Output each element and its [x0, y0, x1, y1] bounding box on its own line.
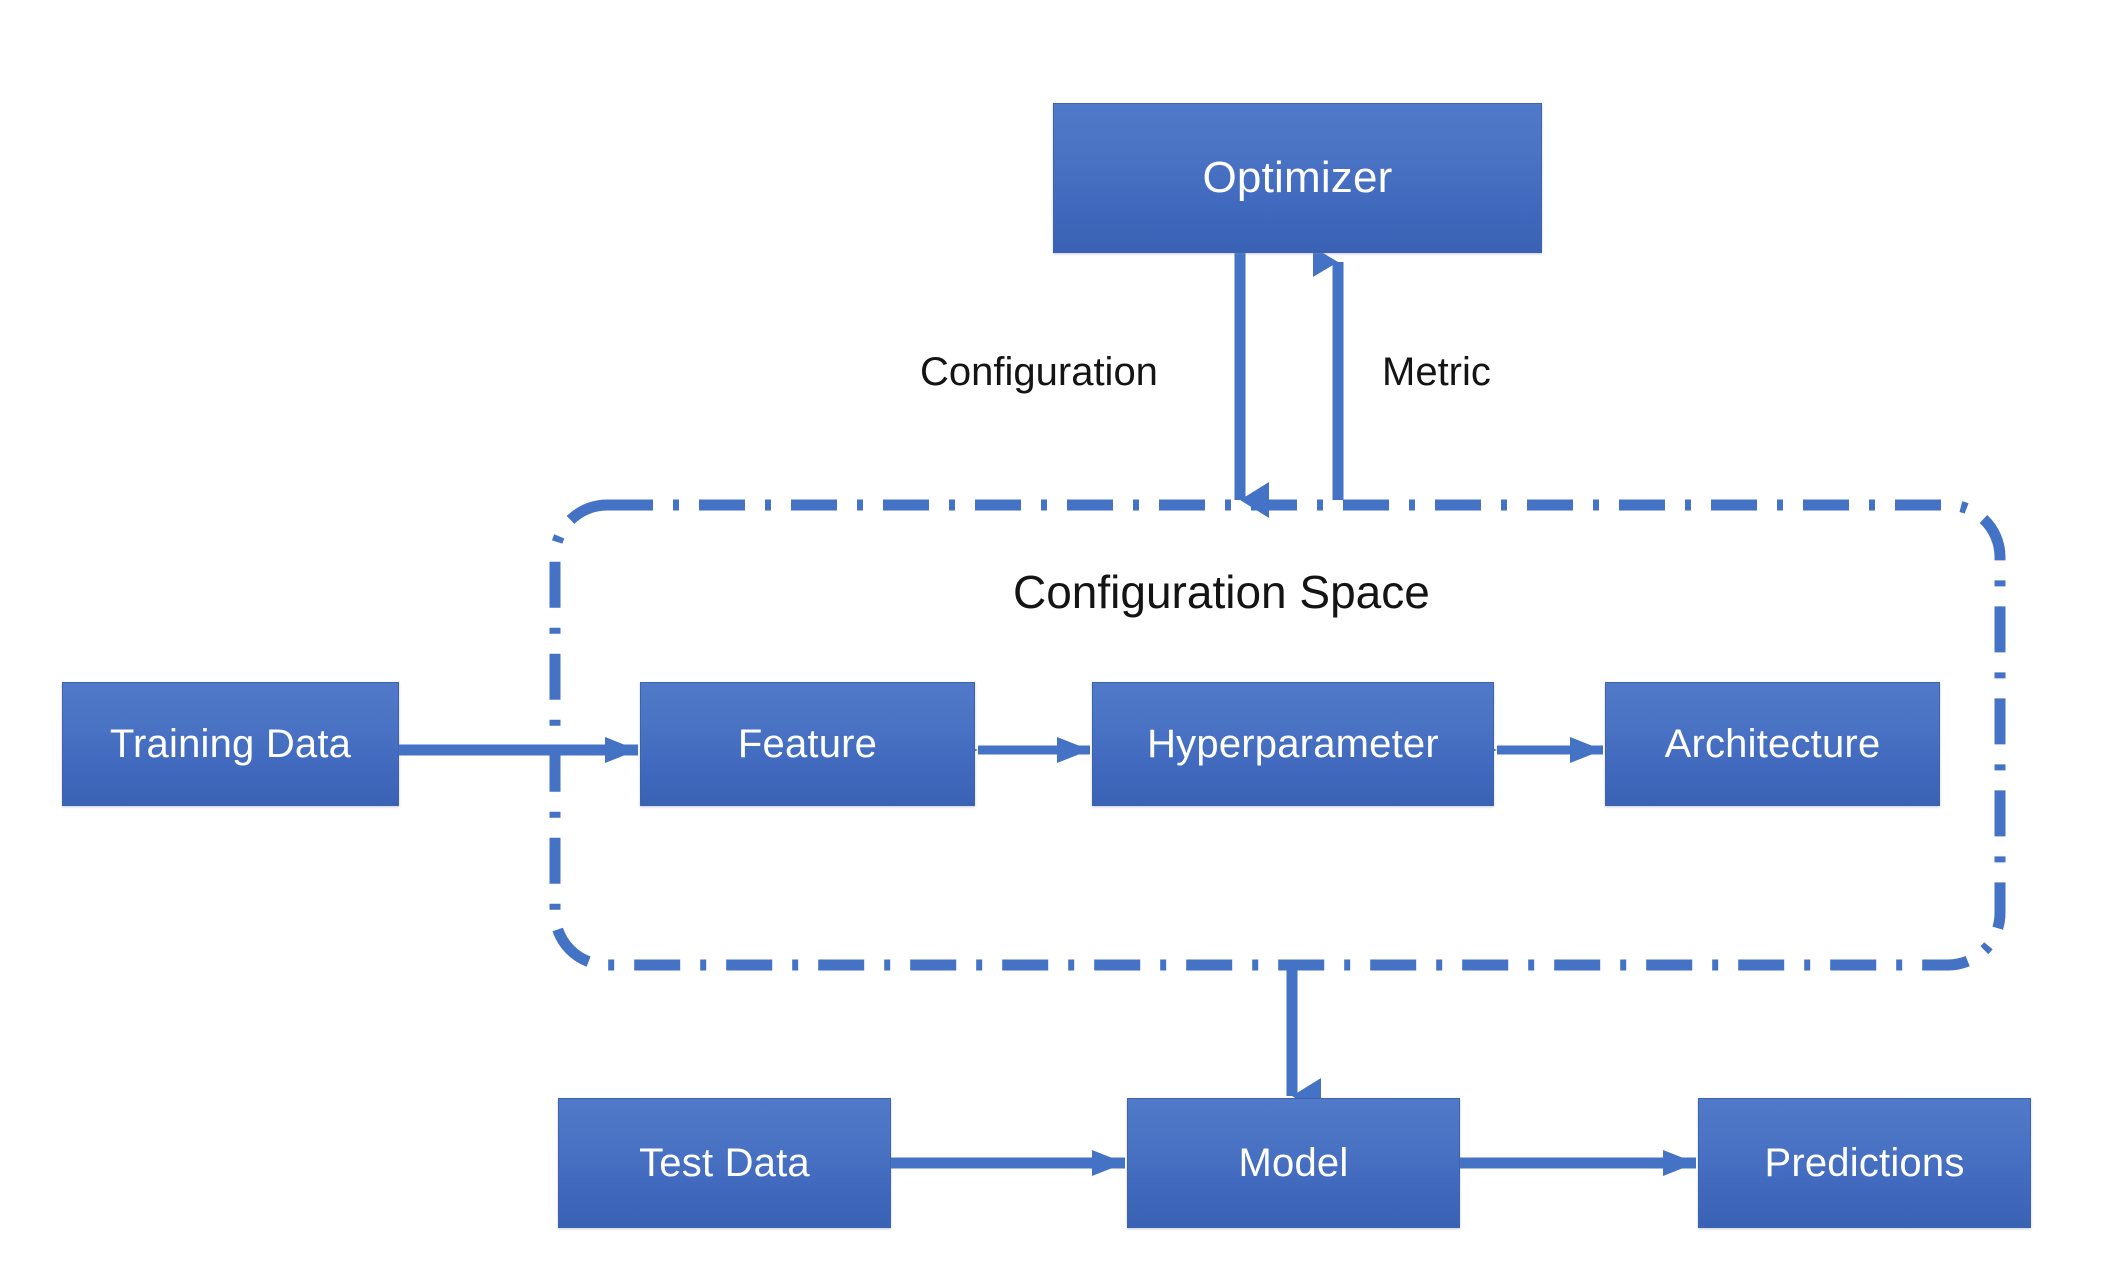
node-architecture[interactable]: Architecture — [1605, 682, 1940, 806]
node-predictions[interactable]: Predictions — [1698, 1098, 2031, 1228]
node-optimizer-label: Optimizer — [1202, 152, 1393, 202]
configuration-space-title: Configuration Space — [1013, 566, 1430, 618]
node-predictions-label: Predictions — [1764, 1141, 1965, 1185]
node-model[interactable]: Model — [1127, 1098, 1460, 1228]
node-hyperparameter[interactable]: Hyperparameter — [1092, 682, 1494, 806]
node-test-data-label: Test Data — [639, 1141, 810, 1185]
node-hyperparameter-label: Hyperparameter — [1147, 722, 1439, 766]
node-training-data-label: Training Data — [109, 722, 352, 766]
node-test-data[interactable]: Test Data — [558, 1098, 891, 1228]
node-feature[interactable]: Feature — [640, 682, 975, 806]
node-feature-label: Feature — [737, 722, 878, 766]
edge-label-configuration: Configuration — [920, 350, 1158, 394]
node-training-data[interactable]: Training Data — [62, 682, 399, 806]
edge-label-metric: Metric — [1382, 350, 1491, 394]
node-model-label: Model — [1238, 1141, 1349, 1185]
node-optimizer[interactable]: Optimizer — [1053, 103, 1542, 253]
node-architecture-label: Architecture — [1664, 722, 1881, 766]
